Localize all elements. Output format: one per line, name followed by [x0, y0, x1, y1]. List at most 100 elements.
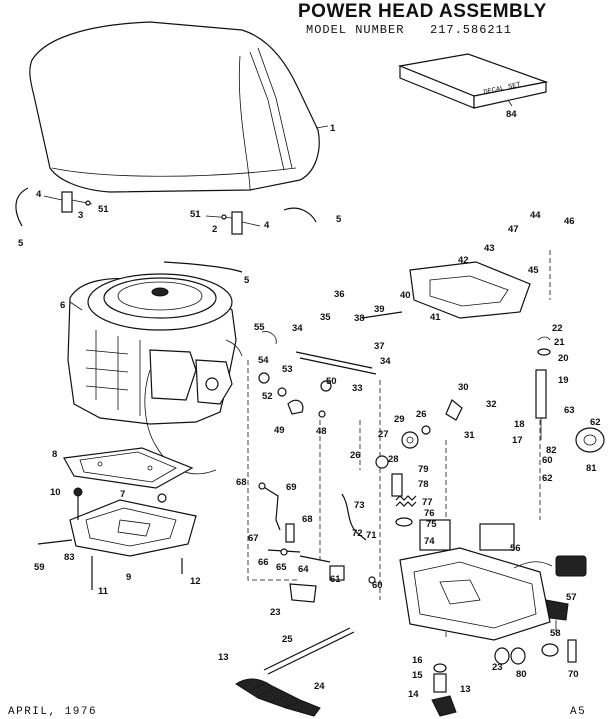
tiller-handle: [235, 678, 321, 717]
electrical-parts: [513, 555, 587, 632]
callout-60b: 60: [542, 455, 553, 466]
mounting-bracket-housing: [399, 261, 551, 641]
primer-shaft: [535, 336, 551, 440]
callout-35: 35: [320, 312, 331, 323]
callout-39: 39: [374, 304, 385, 315]
callout-49: 49: [274, 425, 285, 436]
adapter-plate: [69, 499, 197, 557]
carburetor-fasteners: [258, 331, 332, 418]
gasket: [63, 447, 194, 489]
callout-1: 1: [330, 123, 336, 134]
callout-31: 31: [464, 430, 475, 441]
callout-62b: 62: [542, 473, 553, 484]
choke-link: [267, 548, 376, 603]
callout-68a: 68: [236, 477, 247, 488]
callout-2: 2: [212, 224, 217, 235]
callout-83: 83: [64, 552, 75, 563]
callout-51b: 51: [190, 209, 201, 220]
callout-66: 66: [258, 557, 269, 568]
callout-27: 27: [378, 429, 389, 440]
callout-73: 73: [354, 500, 365, 511]
callout-labels: 1 2 3 4 4 5 5 5 6 7 8 9 10 11 12 13 13 1…: [18, 109, 601, 700]
callout-43: 43: [484, 243, 495, 254]
callout-23a: 23: [270, 607, 281, 618]
latch-brackets: [43, 191, 261, 235]
callout-3: 3: [78, 210, 83, 221]
callout-5c: 5: [244, 275, 250, 286]
callout-78: 78: [418, 479, 429, 490]
callout-30: 30: [458, 382, 469, 393]
callout-40: 40: [400, 290, 411, 301]
callout-80: 80: [516, 669, 527, 680]
callout-82: 82: [546, 445, 557, 456]
callout-79: 79: [418, 464, 429, 475]
callout-50: 50: [326, 376, 337, 387]
callout-56: 56: [510, 543, 521, 554]
callout-8: 8: [52, 449, 57, 460]
cam-follower: [341, 493, 367, 541]
callout-45: 45: [528, 265, 539, 276]
power-head: [67, 273, 243, 475]
callout-10: 10: [50, 487, 61, 498]
spring: [395, 495, 417, 527]
callout-5b: 5: [336, 214, 342, 225]
callout-19: 19: [558, 375, 569, 386]
callout-26b: 26: [416, 409, 427, 420]
callout-65: 65: [276, 562, 287, 573]
callout-48: 48: [316, 426, 327, 437]
callout-13a: 13: [218, 652, 229, 663]
revision-date: APRIL, 1976: [8, 706, 97, 718]
callout-84: 84: [506, 109, 517, 120]
callout-23b: 23: [492, 662, 503, 673]
callout-12: 12: [190, 576, 201, 587]
callout-70: 70: [568, 669, 579, 680]
knob: [575, 427, 605, 453]
callout-69: 69: [286, 482, 297, 493]
callout-18: 18: [514, 419, 525, 430]
callout-9: 9: [126, 572, 131, 583]
callout-11: 11: [98, 586, 109, 597]
throttle-link: [258, 482, 295, 543]
callout-77: 77: [422, 497, 433, 508]
callout-22: 22: [552, 323, 563, 334]
callout-51a: 51: [98, 204, 109, 215]
callout-62a: 62: [590, 417, 601, 428]
callout-63: 63: [564, 405, 575, 416]
callout-25: 25: [282, 634, 293, 645]
callout-21: 21: [554, 337, 565, 348]
callout-4b: 4: [264, 220, 270, 231]
callout-36: 36: [334, 289, 345, 300]
callout-34b: 34: [380, 356, 391, 367]
shift-parts: [431, 663, 457, 717]
callout-60a: 60: [372, 580, 383, 591]
callout-68b: 68: [302, 514, 313, 525]
callout-24: 24: [314, 681, 325, 692]
callout-46: 46: [564, 216, 575, 227]
callout-55: 55: [254, 322, 265, 333]
callout-38: 38: [354, 313, 365, 324]
callout-15: 15: [412, 670, 423, 681]
decal-set: DECAL SET: [397, 53, 549, 109]
callout-6: 6: [60, 300, 65, 311]
callout-64: 64: [298, 564, 309, 575]
callout-4a: 4: [36, 189, 42, 200]
callout-75: 75: [426, 519, 437, 530]
callout-17: 17: [512, 435, 523, 446]
callout-13b: 13: [460, 684, 471, 695]
callout-37: 37: [374, 341, 385, 352]
linkage-rods: [263, 311, 403, 675]
callout-20: 20: [558, 353, 569, 364]
callout-34a: 34: [292, 323, 303, 334]
callout-72: 72: [352, 528, 363, 539]
model-number-value: 217.586211: [430, 23, 512, 37]
callout-5a: 5: [18, 238, 24, 249]
callout-59: 59: [34, 562, 45, 573]
callout-47: 47: [508, 224, 519, 235]
bushings: [494, 639, 577, 665]
diagram-title: POWER HEAD ASSEMBLY: [298, 1, 547, 22]
callout-29: 29: [394, 414, 405, 425]
callout-61: 61: [330, 574, 341, 585]
callout-41: 41: [430, 312, 441, 323]
callout-44: 44: [530, 210, 541, 221]
